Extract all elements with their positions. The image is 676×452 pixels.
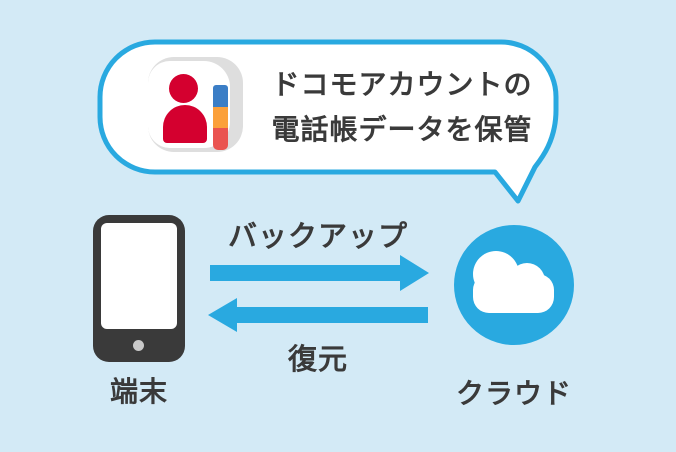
person-icon-head bbox=[169, 74, 198, 103]
index-tab-red bbox=[213, 128, 228, 150]
backup-arrow-icon bbox=[210, 255, 429, 291]
smartphone-screen bbox=[101, 223, 177, 329]
speech-bubble-line2: 電話帳データを保管 bbox=[271, 114, 533, 145]
speech-bubble-line1: ドコモアカウントの bbox=[271, 69, 533, 100]
person-icon-body bbox=[163, 105, 207, 143]
smartphone-home-button bbox=[133, 340, 144, 351]
restore-arrow-icon bbox=[208, 298, 428, 332]
restore-arrow-label: 復元 bbox=[287, 344, 348, 376]
right-arrow-shape bbox=[210, 255, 429, 291]
index-tab-blue bbox=[213, 85, 228, 107]
cloud-glyph bbox=[473, 251, 554, 313]
smartphone-icon bbox=[93, 215, 185, 362]
cloud-icon bbox=[454, 225, 574, 345]
device-label: 端末 bbox=[109, 376, 168, 407]
speech-bubble-text: ドコモアカウントの 電話帳データを保管 bbox=[252, 62, 552, 152]
backup-arrow-label: バックアップ bbox=[227, 221, 408, 253]
left-arrow-shape bbox=[208, 298, 428, 332]
contacts-app-icon bbox=[148, 57, 243, 152]
cloud-label: クラウド bbox=[455, 378, 572, 409]
index-tab-orange bbox=[213, 107, 228, 128]
